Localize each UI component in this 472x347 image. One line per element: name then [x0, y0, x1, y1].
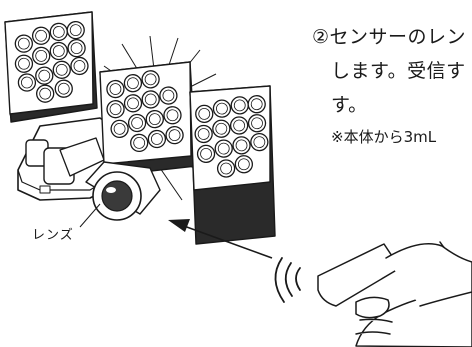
led-floodlight-icon — [4, 11, 276, 245]
instruction-line-2: します。受信す — [331, 60, 466, 82]
lens-label: レンズ — [32, 228, 74, 243]
instruction-note: ※本体から3mL — [331, 128, 437, 146]
arrow-left-icon — [168, 219, 273, 259]
instruction-line-1: ②センサーのレン — [312, 26, 467, 48]
signal-waves-icon — [274, 257, 301, 303]
remote-control-icon — [317, 241, 472, 347]
lens-leader-line — [79, 203, 101, 228]
instruction-line-3: す。 — [331, 94, 368, 116]
